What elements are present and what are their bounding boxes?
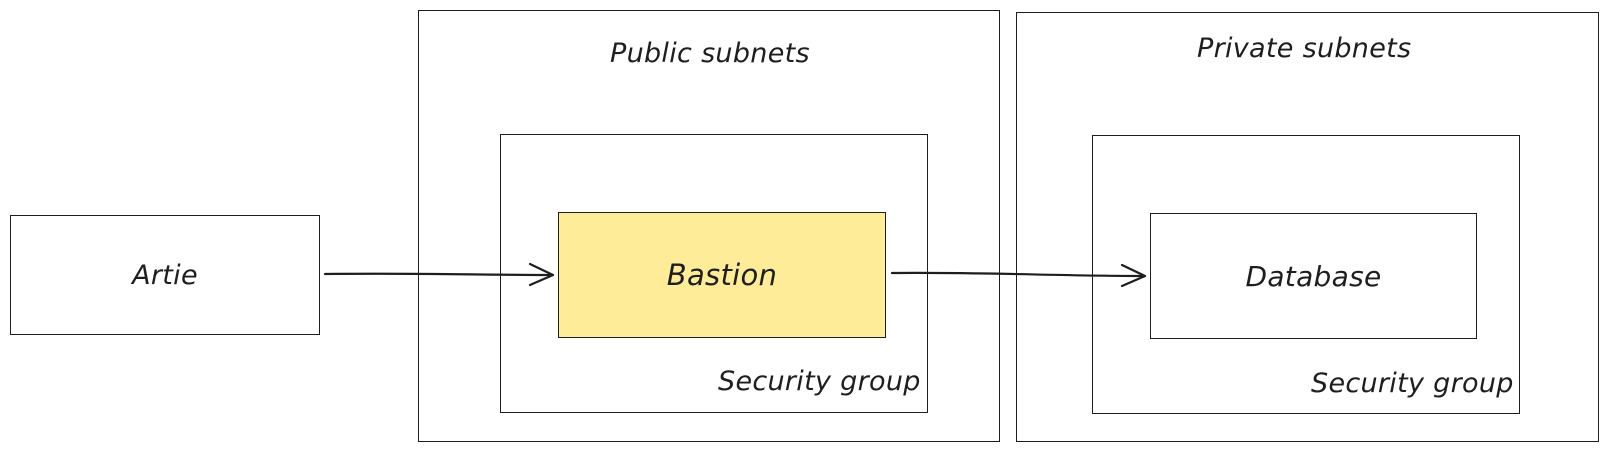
database-node: Database	[1150, 213, 1477, 339]
artie-label: Artie	[132, 259, 198, 291]
public-security-group-label: Security group	[718, 366, 921, 397]
public-subnets-title: Public subnets	[610, 38, 810, 69]
database-label: Database	[1245, 259, 1382, 293]
private-subnets-container	[1016, 12, 1599, 442]
bastion-label: Bastion	[666, 258, 778, 292]
artie-node: Artie	[10, 215, 320, 335]
bastion-node: Bastion	[558, 212, 886, 338]
private-subnets-title: Private subnets	[1197, 33, 1412, 64]
private-security-group-label: Security group	[1311, 368, 1514, 399]
public-subnets-container	[418, 10, 1000, 442]
